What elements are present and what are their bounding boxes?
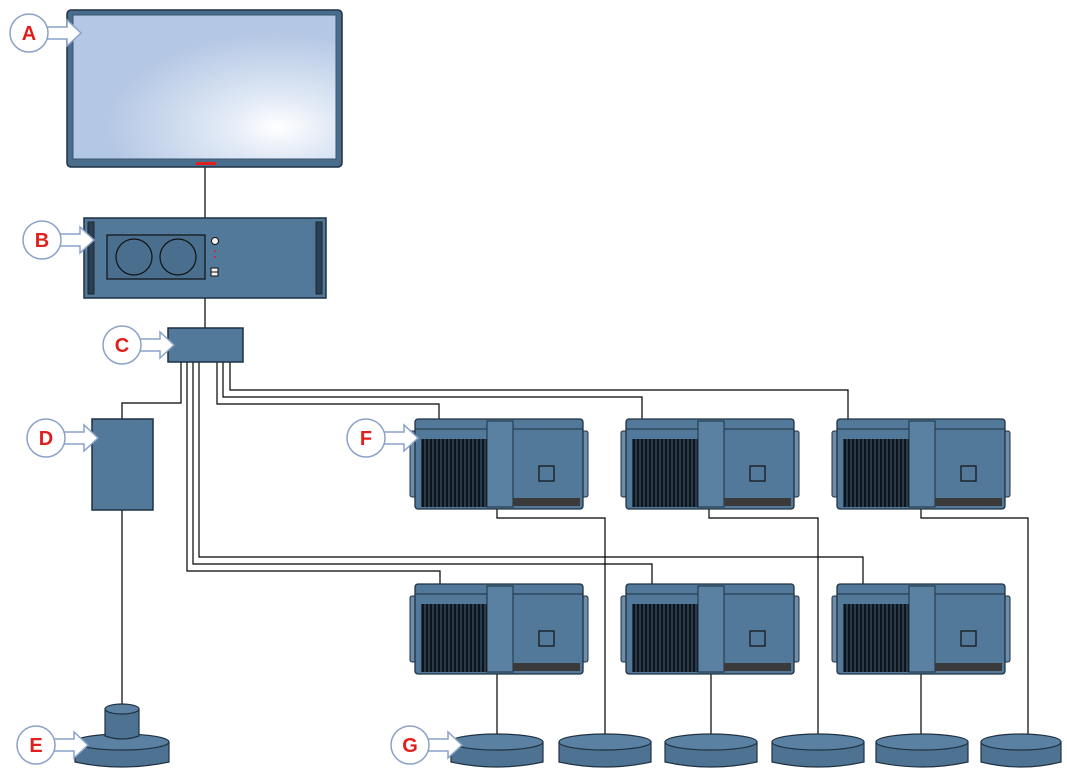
fan-left [115, 238, 153, 276]
cables [121, 167, 1029, 737]
cable-switch-f5 [192, 362, 653, 584]
callout-labels: A B C D E F G [9, 13, 464, 765]
cable-switch-controller [121, 362, 182, 419]
callout-d: D [26, 418, 100, 458]
network-switch [167, 327, 244, 363]
label-a: A [22, 23, 36, 45]
drive-disk-6 [980, 733, 1062, 768]
drive-unit-1 [409, 418, 589, 510]
label-e: E [29, 735, 42, 757]
monitor-power-led [196, 162, 216, 165]
cable-switch-f6 [198, 362, 864, 584]
cable-f3-drive [920, 509, 1029, 737]
cable-switch-f3 [229, 362, 849, 419]
fan-right [159, 238, 197, 276]
rack-computer [83, 217, 327, 299]
label-g: G [402, 735, 418, 757]
drive-disk-5 [875, 733, 969, 768]
drive-disk-3 [664, 733, 758, 768]
callout-c: C [102, 325, 176, 365]
cable-switch-f2 [222, 362, 643, 419]
drive-unit-4 [409, 583, 589, 675]
drive-unit-5 [620, 583, 800, 675]
drive-unit-3 [831, 418, 1011, 510]
drive-bay [106, 234, 206, 280]
rack-handle-right [315, 221, 323, 295]
drive-unit-2 [620, 418, 800, 510]
drive-disk-2 [558, 733, 652, 768]
drive-disk-4 [771, 733, 865, 768]
drive-units [409, 418, 1011, 675]
callout-a: A [9, 13, 83, 53]
callout-e: E [16, 725, 90, 765]
cable-switch-f4 [186, 362, 441, 584]
drive-disks [450, 733, 1062, 768]
label-b: B [35, 230, 49, 252]
label-f: F [360, 428, 372, 450]
callout-g: G [390, 725, 464, 765]
rack-handle-left [87, 221, 95, 295]
drive-unit-6 [831, 583, 1011, 675]
label-d: D [39, 428, 53, 450]
drive-disk-1 [450, 733, 544, 768]
controller-box [91, 418, 154, 511]
label-c: C [115, 335, 129, 357]
cable-switch-f1 [216, 362, 440, 419]
callout-b: B [22, 220, 96, 260]
cable-f2-drive [708, 509, 819, 737]
pedestal [74, 703, 170, 768]
power-button [211, 237, 219, 245]
callout-f: F [346, 418, 420, 458]
cable-f1-drive [496, 509, 606, 737]
monitor [66, 9, 343, 168]
